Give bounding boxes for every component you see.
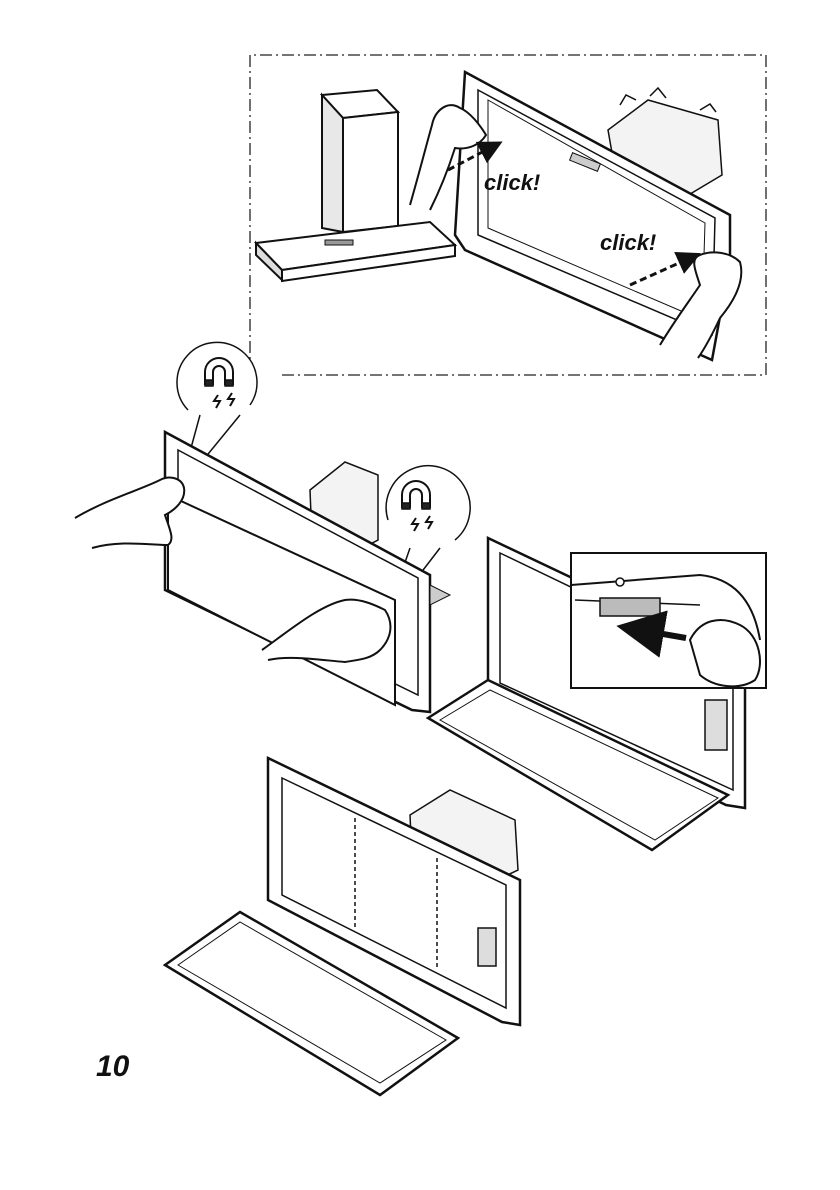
click-label-2: click! [600,230,656,255]
detail-inset-latch [571,553,766,688]
hand-left-middle [75,478,184,548]
figure-number: 10 [96,1050,129,1084]
click-label-1: click! [484,170,540,195]
